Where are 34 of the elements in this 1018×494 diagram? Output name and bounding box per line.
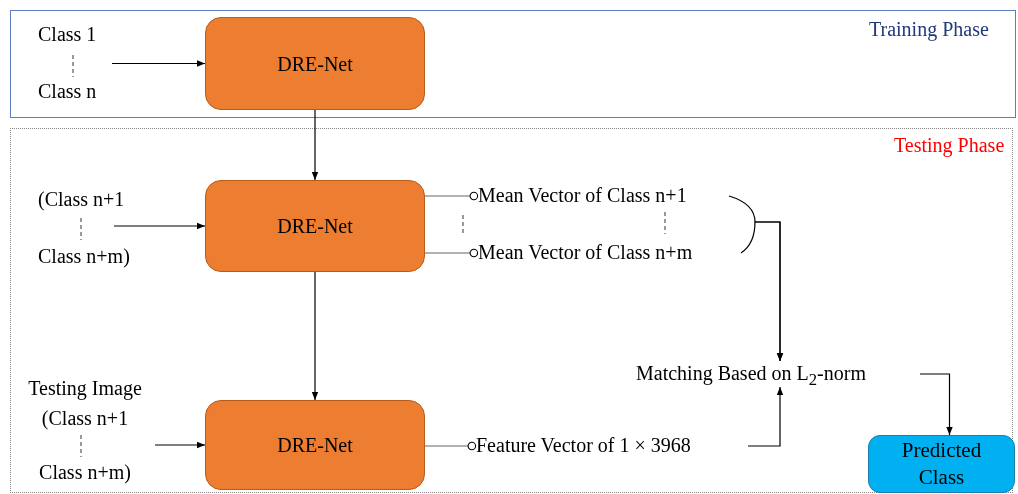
output-label: Predicted Class [900, 437, 983, 491]
connector [424, 191, 479, 201]
process-label: DRE-Net [277, 214, 353, 238]
connector [424, 441, 477, 451]
connector [424, 248, 479, 258]
phase-title: Testing Phase [894, 133, 1005, 157]
process-label: DRE-Net [277, 51, 353, 76]
arrow [113, 222, 206, 230]
process-label: DRE-Net [277, 433, 353, 457]
testing-phase-panel [10, 128, 1013, 493]
arrow [919, 373, 953, 436]
phase-title: Training Phase [869, 17, 989, 41]
process-box [205, 17, 425, 110]
input-label: (Class n+1 [38, 187, 125, 211]
input-label: Class n+m) [38, 460, 132, 484]
text-label: Mean Vector of Class n+1 [478, 183, 724, 209]
arrow [111, 60, 206, 67]
text-label: Mean Vector of Class n+m [478, 240, 736, 266]
arrow [154, 441, 206, 449]
text-label: Feature Vector of 1 × 3968 [476, 433, 744, 459]
process-box [205, 180, 425, 272]
arrow [740, 221, 784, 362]
training-phase-panel [10, 10, 1016, 118]
input-label: (Class n+1 [40, 406, 130, 430]
output-box [868, 435, 1015, 493]
input-label: Class 1 [38, 22, 97, 46]
arrow [311, 109, 319, 181]
process-box [205, 400, 425, 490]
arrow [747, 386, 784, 447]
input-label: Testing Image [27, 376, 143, 400]
arrow [311, 271, 319, 401]
input-label: Class n+m) [38, 244, 130, 268]
input-label: Class n [38, 79, 97, 103]
text-label: Matching Based on L$_{2}$-norm [636, 361, 916, 387]
